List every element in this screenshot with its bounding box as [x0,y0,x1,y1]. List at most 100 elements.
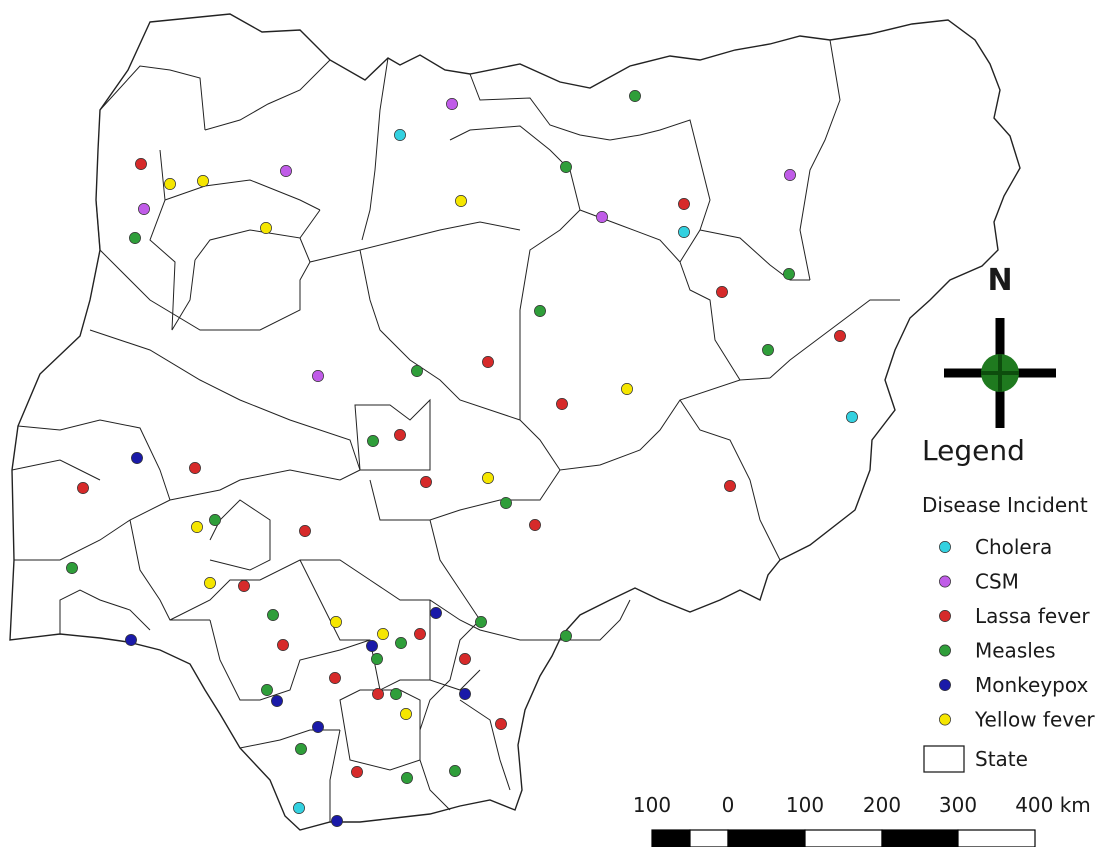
incident-point-lassa [394,429,406,441]
incident-point-measles [500,497,512,509]
legend-subtitle: Disease Incident [922,493,1088,517]
scale-segment [651,829,691,847]
incident-point-monkeypox [131,452,143,464]
legend-swatch-yellow [939,713,951,726]
scale-label: 0 [722,793,735,817]
scale-segment [689,829,729,847]
incident-point-measles [295,743,307,755]
incident-point-lassa [495,718,507,730]
legend-swatch-csm [939,575,951,588]
incident-point-csm [312,370,324,382]
incident-point-measles [411,365,423,377]
incident-point-monkeypox [125,634,137,646]
country-outline [9,13,1021,831]
incident-point-lassa [135,158,147,170]
incident-point-measles [129,232,141,244]
legend-swatch-monkeypox [939,679,951,691]
scale-segment [957,829,1036,847]
incident-point-lassa [189,462,201,474]
incident-point-cholera [678,226,690,238]
scale-label: 100 [786,793,824,817]
incident-point-monkeypox [459,688,471,700]
incident-point-cholera [293,802,305,814]
incident-point-measles [629,90,641,102]
incident-point-lassa [77,482,89,494]
legend-item-yellow: Yellow fever [974,708,1095,732]
scale-label: 100 [633,793,671,817]
legend-item-cholera: Cholera [975,535,1052,559]
incident-point-yellow [330,616,342,628]
incident-point-measles [66,562,78,574]
incident-point-measles [367,435,379,447]
scale-label: 300 [939,793,977,817]
scale-segment [881,829,959,847]
incident-point-measles [560,161,572,173]
incident-point-measles [449,765,461,777]
incident-point-measles [390,688,402,700]
incident-point-measles [209,514,221,526]
incident-point-measles [783,268,795,280]
incident-point-lassa [482,356,494,368]
incident-point-lassa [724,480,736,492]
incident-point-measles [261,684,273,696]
north-label: N [987,263,1012,298]
incident-point-csm [280,165,292,177]
incident-point-csm [784,169,796,181]
incident-point-monkeypox [331,815,343,827]
incident-point-lassa [238,580,250,592]
legend-swatch-measles [939,644,951,657]
north-arrow: N [944,263,1056,428]
incident-point-measles [401,772,413,784]
incident-point-yellow [204,577,216,589]
incident-point-lassa [299,525,311,537]
legend-item-csm: CSM [975,570,1019,594]
incident-point-csm [446,98,458,110]
incident-point-monkeypox [271,695,283,707]
incident-point-yellow [621,383,633,395]
incident-point-yellow [400,708,412,720]
incident-point-yellow [191,521,203,533]
incident-point-measles [395,637,407,649]
incident-point-lassa [834,330,846,342]
scale-label: 400 km [1015,793,1091,817]
scale-segment [727,829,806,847]
incident-point-yellow [377,628,389,640]
incident-point-csm [138,203,150,215]
incident-point-lassa [716,286,728,298]
legend-item-measles: Measles [975,639,1056,663]
incident-point-measles [762,344,774,356]
incident-point-lassa [556,398,568,410]
incident-point-measles [475,616,487,628]
incident-point-monkeypox [430,607,442,619]
legend-swatch-lassa [939,610,951,622]
incident-point-yellow [260,222,272,234]
incident-point-monkeypox [312,721,324,733]
legend-item-monkeypox: Monkeypox [975,673,1088,697]
incident-point-lassa [420,476,432,488]
legend-item-state: State [975,747,1028,771]
legend-swatch-cholera [939,541,951,553]
incident-point-cholera [846,411,858,423]
legend-title: Legend [922,434,1025,467]
incident-point-yellow [164,178,176,190]
incident-point-lassa [372,688,384,700]
incident-point-csm [596,211,608,223]
incident-point-lassa [414,628,426,640]
incident-point-yellow [197,175,209,187]
incident-point-measles [267,609,279,621]
legend-swatch-state [923,745,965,773]
incident-point-lassa [529,519,541,531]
incident-point-measles [560,630,572,642]
incident-point-monkeypox [366,640,378,652]
incident-point-yellow [455,195,467,207]
incident-point-cholera [394,129,406,141]
incident-point-lassa [329,672,341,684]
scale-label: 200 [863,793,901,817]
incident-points [66,90,858,827]
legend-item-lassa: Lassa fever [975,604,1090,628]
scale-segment [804,829,883,847]
incident-point-lassa [678,198,690,210]
incident-point-measles [371,653,383,665]
